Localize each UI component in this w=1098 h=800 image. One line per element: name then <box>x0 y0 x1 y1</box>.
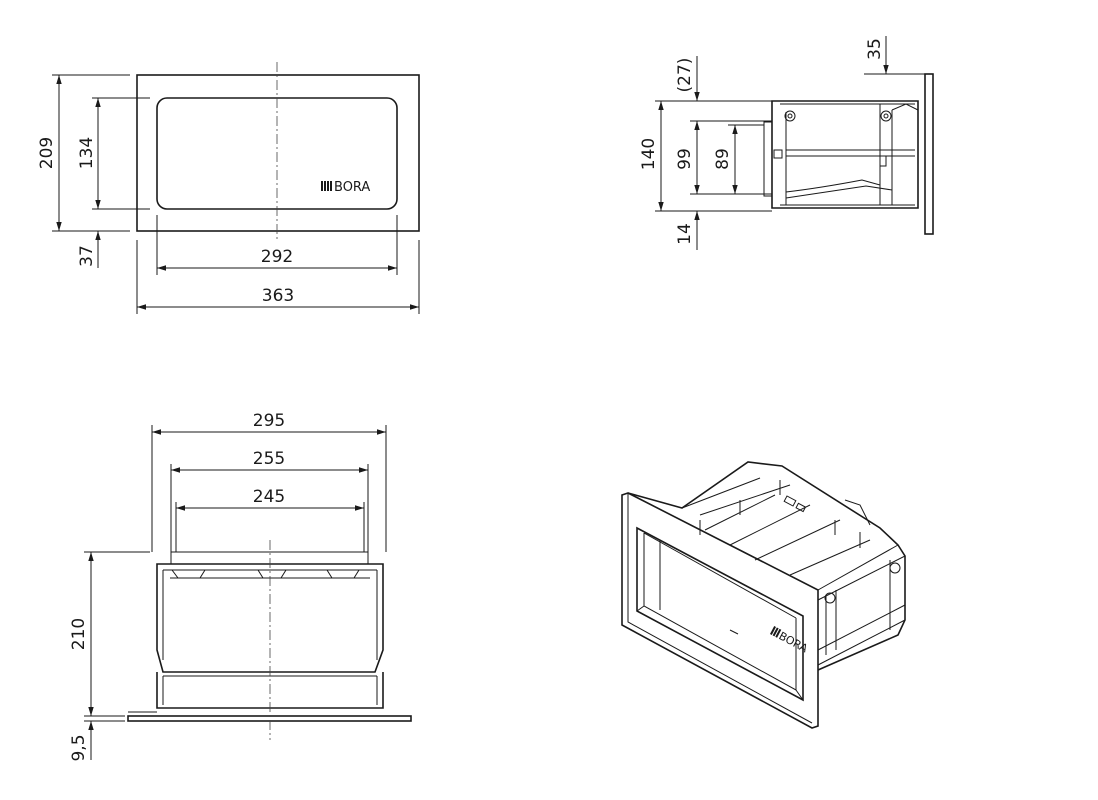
iso-bora-logo: BORA <box>770 626 811 656</box>
side-body-outline <box>771 100 919 209</box>
dim-side-depth-face: 35 <box>865 38 885 60</box>
dim-top-width-outer: 295 <box>253 411 285 431</box>
side-front-plate <box>924 73 934 235</box>
dim-top-depth: 210 <box>69 618 89 650</box>
iso-front-opening <box>636 526 804 702</box>
front-logo-text: BORA <box>334 180 370 195</box>
dim-side-height-opening: 99 <box>675 148 695 170</box>
dim-side-bottom-offset: 14 <box>675 223 695 245</box>
dim-front-height-inner: 134 <box>77 137 97 169</box>
dim-side-height-inner: 89 <box>713 148 733 170</box>
dim-top-frame: 9,5 <box>69 734 89 761</box>
dim-top-width-mid: 255 <box>253 449 285 469</box>
dim-side-height-total: 140 <box>639 138 659 170</box>
iso-logo-text: BORA <box>777 629 811 655</box>
dim-front-bottom-offset: 37 <box>77 245 97 267</box>
front-view: BORA 209 134 37 292 363 <box>37 62 420 314</box>
dim-top-width-inner: 245 <box>253 487 285 507</box>
side-view: (27) 35 140 99 89 14 <box>639 36 934 250</box>
front-bora-logo: BORA <box>321 180 370 195</box>
iso-view: BORA <box>621 461 906 729</box>
dim-front-width-total: 363 <box>262 286 294 306</box>
iso-housing-top <box>627 461 906 671</box>
top-body-outline <box>156 563 384 673</box>
top-view: 295 255 245 210 9,5 <box>69 411 412 762</box>
dim-front-height-total: 209 <box>37 137 57 169</box>
dim-front-width-inner: 292 <box>261 247 293 267</box>
dim-side-top-offset: (27) <box>675 58 695 93</box>
front-outer-frame <box>136 74 420 232</box>
top-base-plate <box>127 715 412 722</box>
